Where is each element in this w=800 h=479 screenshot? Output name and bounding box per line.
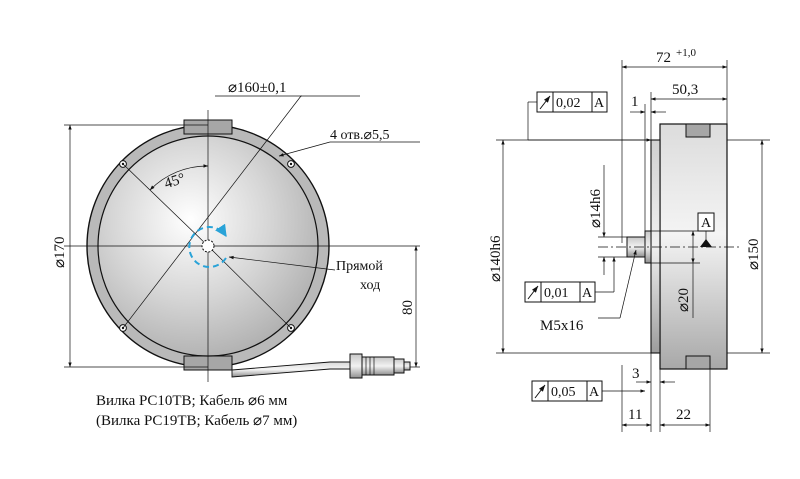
cable bbox=[231, 361, 351, 378]
main-body bbox=[659, 123, 728, 370]
body-top-tab bbox=[685, 123, 711, 138]
connector-nut bbox=[349, 353, 363, 379]
runout-bottom-value: 0,05 bbox=[551, 385, 576, 400]
holes-leader bbox=[278, 141, 331, 157]
dim-80-label: 80 bbox=[400, 300, 416, 315]
side-view: 72 +1,0 50,3 1 0,02 A ⌀14h6 ⌀140h6 A ⌀15… bbox=[488, 47, 770, 432]
caption-line-1: Вилка PC10TB; Кабель ⌀6 мм bbox=[96, 393, 288, 409]
dim-22-label: 22 bbox=[676, 407, 691, 423]
dia-170-label: ⌀170 bbox=[52, 236, 68, 268]
front-view: ⌀160±0,1 4 отв.⌀5,5 45° ⌀170 80 Прямой х… bbox=[52, 80, 420, 429]
body-length-label: 50,3 bbox=[672, 82, 698, 98]
connector-ring bbox=[393, 358, 405, 374]
runout-mid-datum: A bbox=[582, 286, 593, 301]
holes-label: 4 отв.⌀5,5 bbox=[330, 128, 389, 143]
body-bottom-tab bbox=[685, 355, 711, 370]
rotation-arrow bbox=[188, 223, 227, 268]
direct-stroke-label: Прямой bbox=[336, 259, 383, 274]
caption-line-2: (Вилка PC19TB; Кабель ⌀7 мм) bbox=[96, 413, 297, 429]
runout-symbol bbox=[539, 95, 551, 110]
dia-160-label: ⌀160±0,1 bbox=[228, 80, 287, 96]
runout-bottom-datum: A bbox=[589, 385, 600, 400]
overall-length-tolerance: +1,0 bbox=[676, 47, 696, 59]
overall-length-label: 72 bbox=[656, 50, 671, 66]
dia-14-label: ⌀14h6 bbox=[588, 188, 604, 228]
angle-label: 45° bbox=[162, 171, 187, 193]
center-bore bbox=[201, 239, 215, 253]
datum-label: A bbox=[701, 216, 712, 231]
connector-body bbox=[361, 356, 395, 376]
connector-pin bbox=[403, 361, 411, 371]
direct-stroke-label-2: ход bbox=[360, 278, 380, 293]
flange bbox=[650, 139, 661, 354]
dim-11-label: 11 bbox=[628, 407, 642, 423]
diagonal-line bbox=[207, 245, 292, 329]
dia-20-label: ⌀20 bbox=[676, 288, 692, 312]
dia-140-label: ⌀140h6 bbox=[488, 235, 504, 282]
runout-symbol bbox=[534, 384, 546, 399]
runout-mid-value: 0,01 bbox=[544, 286, 569, 301]
dim-3-label: 3 bbox=[632, 366, 640, 382]
diagonal-line bbox=[122, 163, 209, 247]
thread-label: M5x16 bbox=[540, 318, 584, 334]
diagonal-line bbox=[122, 95, 302, 329]
datum-triangle bbox=[700, 239, 712, 247]
direct-stroke-leader bbox=[228, 255, 336, 271]
runout-symbol bbox=[527, 285, 539, 300]
angle-arc bbox=[149, 164, 209, 191]
thread-leader bbox=[619, 249, 637, 319]
dia-150-label: ⌀150 bbox=[746, 238, 762, 270]
runout-top-value: 0,02 bbox=[556, 96, 581, 111]
dim-1-label: 1 bbox=[631, 94, 639, 110]
runout-top-datum: A bbox=[594, 96, 605, 111]
mounting-hole bbox=[287, 160, 295, 168]
